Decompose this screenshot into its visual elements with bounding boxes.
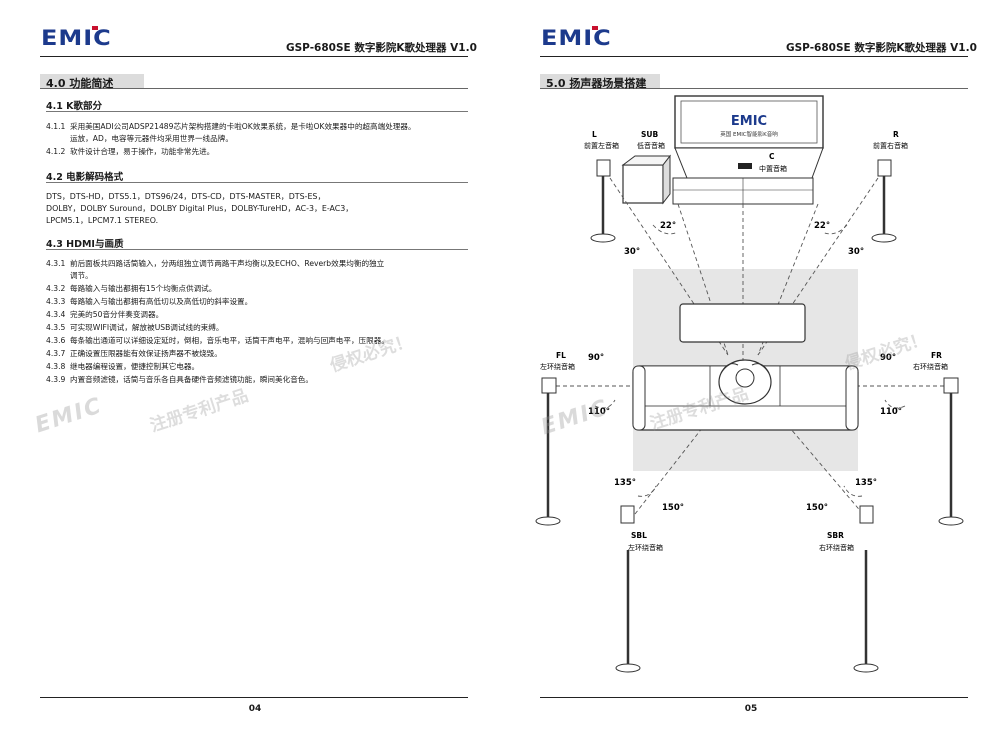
speaker-code-l: L [592,130,597,139]
angle-label: 22° [660,221,676,231]
angle-label: 22° [814,221,830,231]
section-title: 5.0 扬声器场景搭建 [546,77,647,90]
angle-label: 30° [624,247,640,257]
list-item: 运放，AD，电容等元器件均采用世界一线品牌。 [70,134,233,143]
angle-label: 110° [880,407,902,417]
front-right-speaker [871,159,897,243]
footer-rule [40,697,468,698]
tv-screen [674,95,824,149]
back-surround-right-speaker [853,505,879,673]
subsection-k-title: 4.1 K歌部分 [46,98,468,112]
speaker-layout-diagram: EMIC 英国 EMIC智能影K音响 C 中置音箱 SUB 低音音箱 L 前置左… [535,95,964,673]
page-number: 04 [248,704,262,714]
angle-label: 90° [588,353,604,363]
emic-logo: EMIC [41,26,112,50]
angle-label: 30° [848,247,864,257]
angle-label: 150° [662,503,684,513]
watermark-brand: EMIC [32,393,106,439]
speaker-code-sub: SUB [641,130,658,139]
angle-label: 110° [588,407,610,417]
right-page: EMIC GSP-680SE 数字影院K歌处理器 V1.0 5.0 扬声器场景搭… [500,0,1000,739]
speaker-name-c: 中置音箱 [759,164,787,173]
decode-format-line: DTS，DTS-HD，DTS5.1，DTS96/24，DTS-CD，DTS-MA… [46,192,326,201]
document-title: GSP-680SE 数字影院K歌处理器 V1.0 [286,42,477,54]
listener-figure [718,359,772,405]
surround-right-speaker [938,377,964,526]
section-heading-4-0: 4.0 功能简述 [40,74,468,90]
speaker-name-fl: 左环绕音箱 [540,362,575,371]
watermark-text: 侵权必究！ [327,331,415,377]
speaker-name-r: 前置右音箱 [873,141,908,150]
angle-label: 135° [614,478,636,488]
tv-caption: 英国 EMIC智能影K音响 [720,130,778,138]
angle-label: 135° [855,478,877,488]
footer-rule [540,697,968,698]
speaker-name-l: 前置左音箱 [584,141,619,150]
header-rule [40,56,468,57]
decode-format-line: DOLBY，DOLBY Suround，DOLBY Digital Plus，D… [46,204,354,213]
svg-text:EMIC: EMIC [541,26,612,50]
section-title: 4.0 功能简述 [46,77,114,90]
angle-label: 150° [806,503,828,513]
header-rule [540,56,968,57]
speaker-code-c: C [769,152,775,161]
page-number: 05 [744,704,758,714]
back-surround-left-speaker [615,505,641,673]
tv-cabinet [672,147,824,205]
speaker-code-sbl: SBL [631,531,647,540]
coffee-table [679,303,806,343]
front-left-speaker [590,159,616,243]
subsection-hdmi-title: 4.3 HDMI与画质 [46,236,468,250]
subwoofer [621,154,672,205]
document-title: GSP-680SE 数字影院K歌处理器 V1.0 [786,42,977,54]
speaker-code-fl: FL [556,351,566,360]
decode-format-line: LPCM5.1，LPCM7.1 STEREO. [46,216,159,225]
speaker-name-sbl: 左环绕音箱 [628,543,663,552]
speaker-name-sub: 低音音箱 [637,141,665,150]
left-page: EMIC GSP-680SE 数字影院K歌处理器 V1.0 4.0 功能简述 4… [32,26,477,714]
speaker-name-fr: 右环绕音箱 [913,362,948,371]
svg-text:EMIC: EMIC [41,26,112,50]
speaker-code-sbr: SBR [827,531,844,540]
emic-logo: EMIC [541,26,612,50]
speaker-code-fr: FR [931,351,942,360]
surround-left-speaker [535,377,561,526]
watermark-text: 注册专利产品 [147,385,251,437]
speaker-name-sbr: 右环绕音箱 [819,543,854,552]
subsection-decode-title: 4.2 电影解码格式 [46,169,468,183]
speaker-code-r: R [893,130,899,139]
angle-label: 90° [880,353,896,363]
section-heading-5-0: 5.0 扬声器场景搭建 [540,74,968,90]
list-item: 调节。 [70,271,93,280]
tv-brand-logo: EMIC [731,114,767,129]
